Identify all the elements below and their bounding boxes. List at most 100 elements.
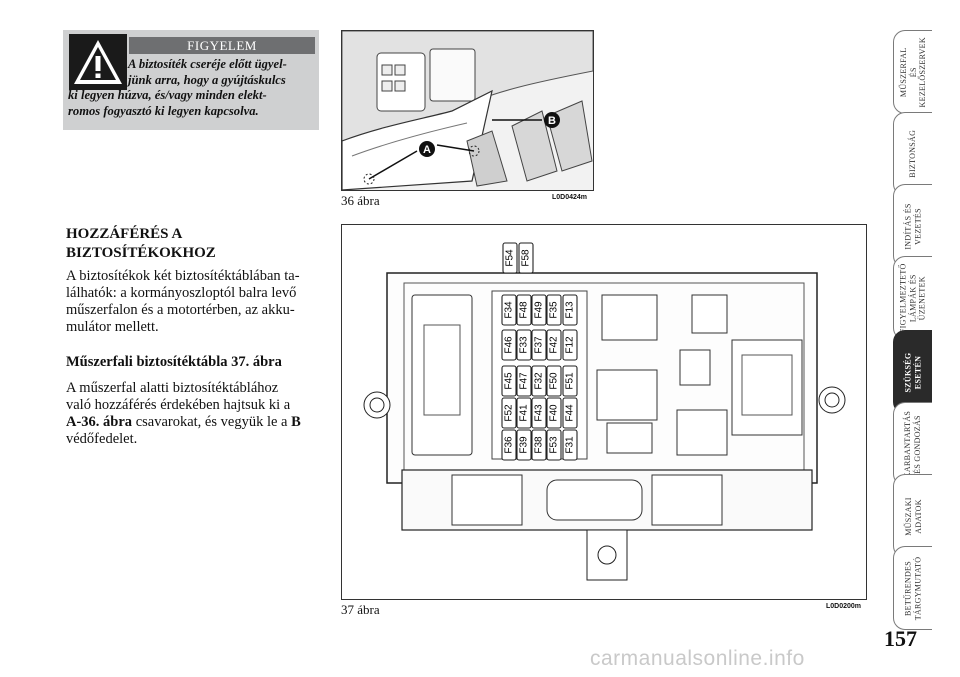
fuse-f48: F48 — [516, 294, 532, 326]
fuse-f52: F52 — [501, 397, 517, 429]
warning-line: ki legyen húzva, és/vagy minden elekt- — [68, 88, 267, 102]
fuse-f36: F36 — [501, 429, 517, 461]
fuse-label: F52 — [504, 404, 515, 422]
fuse-label: F35 — [549, 301, 560, 319]
fuse-f46: F46 — [501, 329, 517, 361]
top-fuse-layer: F54 F58 — [502, 242, 534, 274]
fuse-label: F42 — [549, 336, 560, 354]
fuse-label: F47 — [519, 372, 530, 390]
fuse-f40: F40 — [546, 397, 562, 429]
figure-37-code: L0D0200m — [826, 603, 862, 610]
paragraph-text: csavarokat, és vegyük le a — [132, 414, 292, 430]
fuse-f34: F34 — [501, 294, 517, 326]
fuse-label: F46 — [504, 336, 515, 354]
marker-b-circle — [544, 112, 560, 128]
fuse-f42: F42 — [546, 329, 562, 361]
fuse-f39: F39 — [516, 429, 532, 461]
paragraph-line: mulátor mellett. — [66, 319, 159, 335]
fuse-f41: F41 — [516, 397, 532, 429]
fuse-label: F40 — [549, 404, 560, 422]
figure-36-dashboard-illustration: A B — [341, 30, 594, 191]
fuse-label: F38 — [534, 436, 545, 454]
fuse-f43: F43 — [531, 397, 547, 429]
fuse-label: F54 — [505, 249, 516, 267]
cover-reference: B — [291, 414, 301, 430]
warning-heading: FIGYELEM — [129, 37, 315, 54]
fuse-f45: F45 — [501, 365, 517, 397]
fuse-f38: F38 — [531, 429, 547, 461]
figure-36-code: L0D0424m — [552, 194, 588, 201]
fuse-label: F31 — [565, 436, 576, 454]
paragraph-line: A műszerfal alatti biztosítéktáblához — [66, 380, 279, 396]
figure-37-caption: 37 ábra — [341, 602, 380, 617]
section-title: HOZZÁFÉRÉS A BIZTOSÍTÉKOKHOZ — [66, 225, 326, 263]
fuse-f49: F49 — [531, 294, 547, 326]
fuse-label: F39 — [519, 436, 530, 454]
fuse-f35: F35 — [546, 294, 562, 326]
warning-line: jünk arra, hogy a gyújtáskulcs — [128, 72, 286, 87]
paragraph-line: A biztosítékok két biztosítéktáblában ta… — [66, 268, 300, 284]
warning-line: A biztosíték cseréje előtt ügyel- — [128, 57, 287, 71]
fuse-f31: F31 — [562, 429, 578, 461]
fuse-label: F36 — [504, 436, 515, 454]
section-title-line: BIZTOSÍTÉKOKHOZ — [66, 245, 216, 261]
fuse-f58: F58 — [518, 242, 534, 274]
fuse-f44: F44 — [562, 397, 578, 429]
page-number: 157 — [884, 626, 917, 651]
access-paragraph: A műszerfal alatti biztosítéktáblához va… — [66, 380, 328, 448]
paragraph-line: védőfedelet. — [66, 431, 138, 447]
tab-label: BIZTONSÁG — [908, 130, 918, 178]
figure-36-caption: 36 ábra — [341, 193, 380, 208]
fuse-label: F53 — [549, 436, 560, 454]
fuse-f37: F37 — [531, 329, 547, 361]
fuse-label: F12 — [565, 336, 576, 354]
marker-a-label: A — [423, 144, 431, 156]
fuse-layer: F34F46F45F52F36F48F33F47F41F39F49F37F32F… — [501, 294, 578, 461]
fuse-label: F51 — [565, 372, 576, 390]
paragraph-line: A-36. ábra csavarokat, és vegyük le a B — [66, 414, 328, 431]
dashboard-drawing: A B — [342, 31, 593, 190]
fuse-box-drawing: F34F46F45F52F36F48F33F47F41F39F49F37F32F… — [363, 242, 846, 581]
marker-b-label: B — [548, 115, 556, 127]
fuse-f32: F32 — [531, 365, 547, 397]
fuse-label: F49 — [534, 301, 545, 319]
fuse-label: F45 — [504, 372, 515, 390]
fuse-label: F48 — [519, 301, 530, 319]
fuse-label: F37 — [534, 336, 545, 354]
fuse-label: F44 — [565, 404, 576, 422]
fuse-f12: F12 — [562, 329, 578, 361]
fuse-label: F34 — [504, 301, 515, 319]
fuse-label: F43 — [534, 404, 545, 422]
subheading: Műszerfali biztosítéktábla 37. ábra — [66, 354, 282, 370]
watermark: carmanualsonline.info — [590, 647, 805, 670]
fuse-label: F13 — [565, 301, 576, 319]
paragraph-line: való hozzáférés érdekében hajtsuk ki a — [66, 397, 291, 413]
fuse-f13: F13 — [562, 294, 578, 326]
warning-box: FIGYELEM A biztosíték cseréje előtt ügye… — [63, 30, 319, 130]
tab-safety[interactable]: BIZTONSÁG — [893, 112, 932, 196]
marker-a-circle — [419, 141, 435, 157]
fuse-f54: F54 — [502, 242, 518, 274]
figure-reference: A-36. ábra — [66, 414, 133, 430]
warning-text: A biztosíték cseréje előtt ügyel- jünk a… — [68, 57, 314, 119]
fuse-label: F58 — [521, 249, 532, 267]
fuse-label: F50 — [549, 372, 560, 390]
warning-triangle-icon — [69, 34, 127, 90]
fuse-label: F32 — [534, 372, 545, 390]
fuse-f53: F53 — [546, 429, 562, 461]
fuse-label: F33 — [519, 336, 530, 354]
